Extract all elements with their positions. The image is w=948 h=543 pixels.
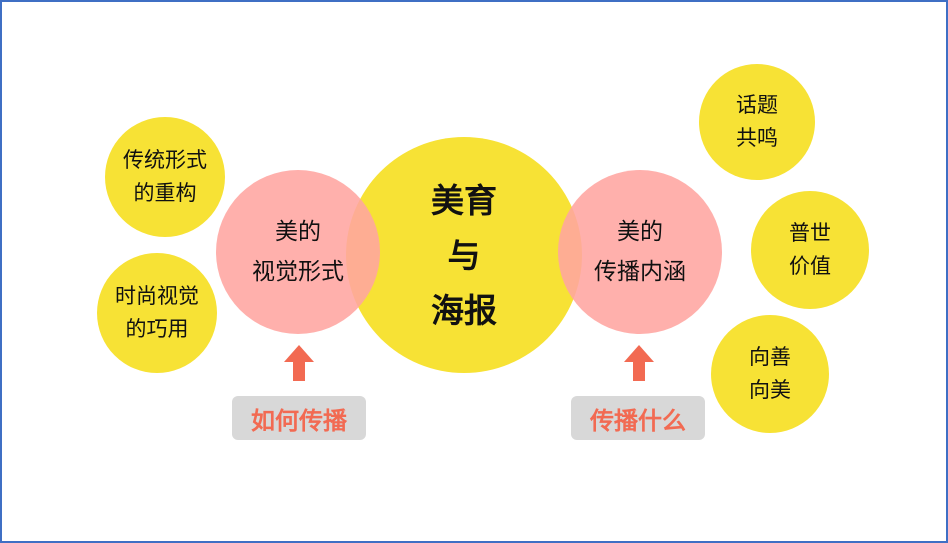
visual-form-line1: 美的 xyxy=(275,219,321,245)
up-arrow-right-icon xyxy=(624,345,654,381)
center-line2: 与 xyxy=(447,235,481,275)
bubble-fashion-visual: 时尚视觉 的巧用 xyxy=(97,253,217,373)
bubble-traditional-form: 传统形式 的重构 xyxy=(105,117,225,237)
center-line1: 美育 xyxy=(431,180,497,220)
visual-form-circle: 美的 视觉形式 xyxy=(216,170,380,334)
bubble-traditional-form-line1: 传统形式 xyxy=(123,148,207,172)
bubble-universal-value-line1: 普世 xyxy=(789,221,831,245)
bubble-topic-resonance-line2: 共鸣 xyxy=(736,126,778,150)
bubble-fashion-visual-line2: 的巧用 xyxy=(125,317,189,341)
bubble-goodness-beauty-line1: 向善 xyxy=(749,345,791,369)
communication-content-line1: 美的 xyxy=(617,219,663,245)
center-circle: 美育 与 海报 xyxy=(346,137,582,373)
bubble-fashion-visual-line1: 时尚视觉 xyxy=(115,284,199,308)
up-arrow-left-icon xyxy=(284,345,314,381)
bubble-universal-value-line2: 价值 xyxy=(789,254,831,278)
label-how-to-communicate: 如何传播 xyxy=(232,396,366,440)
communication-content-circle: 美的 传播内涵 xyxy=(558,170,722,334)
bubble-universal-value: 普世 价值 xyxy=(751,191,869,309)
communication-content-line2: 传播内涵 xyxy=(594,259,686,285)
visual-form-line2: 视觉形式 xyxy=(252,259,344,285)
bubble-topic-resonance-line1: 话题 xyxy=(736,93,778,117)
bubble-goodness-beauty: 向善 向美 xyxy=(711,315,829,433)
bubble-topic-resonance: 话题 共鸣 xyxy=(699,64,815,180)
center-line3: 海报 xyxy=(431,290,497,330)
label-what-to-communicate: 传播什么 xyxy=(571,396,705,440)
bubble-goodness-beauty-line2: 向美 xyxy=(749,378,791,402)
bubble-traditional-form-line2: 的重构 xyxy=(133,181,197,205)
